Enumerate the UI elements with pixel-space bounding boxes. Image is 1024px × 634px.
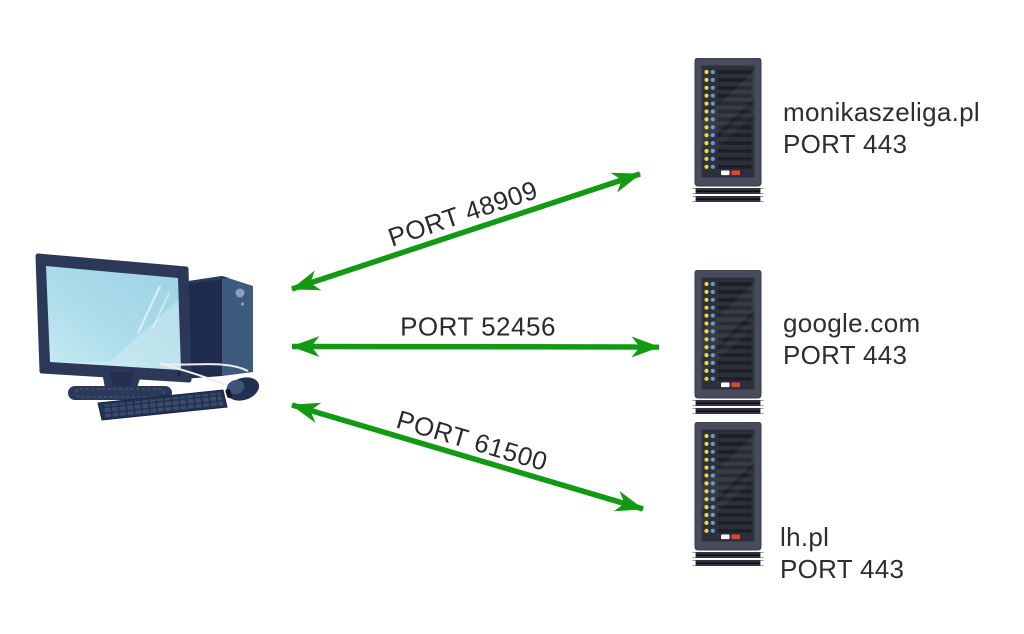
server-port: PORT 443 [783, 339, 908, 370]
server-port: PORT 443 [783, 128, 908, 159]
server-host: lh.pl [780, 522, 830, 552]
server-host: monikaszeliga.pl [783, 97, 981, 127]
server-label-2: google.com PORT 443 [783, 308, 920, 371]
server-host: google.com [783, 308, 921, 338]
server-rack-icon [690, 270, 766, 415]
server-label-3: lh.pl PORT 443 [780, 522, 904, 585]
server-label-1: monikaszeliga.pl PORT 443 [783, 97, 980, 160]
arrow-client-server2 [290, 336, 661, 358]
server-rack-icon [690, 58, 766, 203]
desktop-computer-icon [35, 253, 260, 421]
client-port-label-2: PORT 52456 [400, 311, 556, 342]
server-rack-icon [690, 422, 766, 567]
arrow-client-server3 [290, 402, 645, 512]
server-port: PORT 443 [780, 553, 905, 584]
arrow-client-server1 [290, 171, 642, 292]
